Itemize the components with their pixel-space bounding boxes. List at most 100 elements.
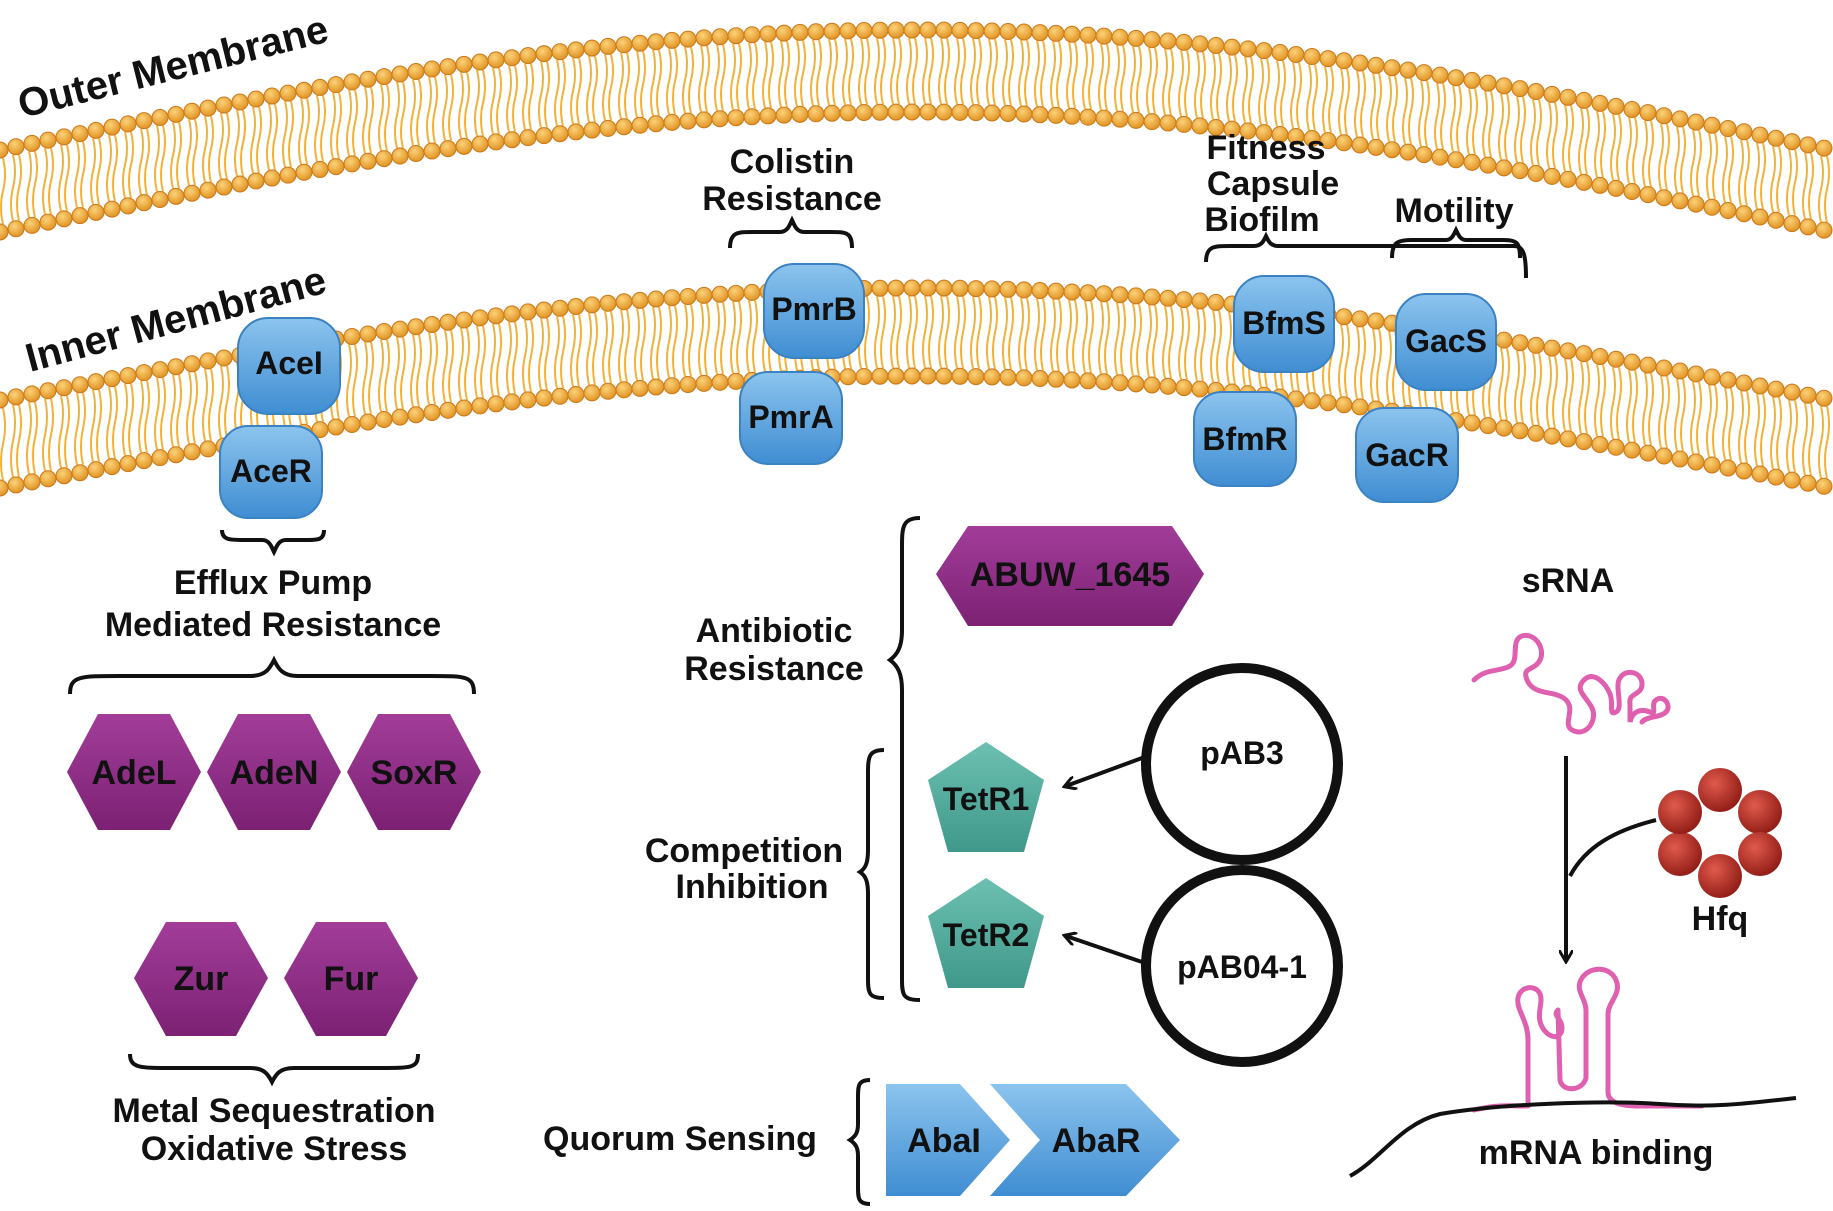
lipid-head <box>1591 176 1609 194</box>
lipid-head <box>1079 284 1097 302</box>
efflux-label-line2: Mediated Resistance <box>105 606 441 644</box>
tetr1-pentagon: TetR1 <box>928 742 1044 852</box>
lipid-head <box>679 30 697 48</box>
efflux-regulators-brace <box>68 655 476 695</box>
lipid-head <box>839 104 857 122</box>
lipid-head <box>39 382 57 400</box>
lipid-head <box>471 397 489 415</box>
lipid-head <box>1543 427 1561 445</box>
lipid-head <box>199 99 217 117</box>
lipid-head <box>1591 94 1609 112</box>
lipid-head <box>663 31 681 49</box>
lipid-head <box>583 39 601 57</box>
lipid-head <box>967 104 985 122</box>
lipid-head <box>1639 444 1657 462</box>
tetr2-label: TetR2 <box>943 917 1030 953</box>
lipid-head <box>999 22 1017 40</box>
lipid-head <box>1719 371 1737 389</box>
lipid-head <box>391 65 409 83</box>
lipid-head <box>631 379 649 397</box>
lipid-head <box>1815 221 1833 239</box>
lipid-head <box>503 131 521 149</box>
colistin-brace <box>728 215 854 249</box>
abai-label: AbaI <box>907 1122 981 1160</box>
lipid-head <box>1767 211 1785 229</box>
antibiotic-brace <box>886 516 921 1002</box>
lipid-head <box>215 96 233 114</box>
lipid-head <box>119 115 137 133</box>
pab3-plasmid: pAB3 <box>1141 663 1343 865</box>
lipid-head <box>0 391 9 409</box>
fitness-label-line3: Biofilm <box>1204 201 1319 239</box>
lipid-head <box>1495 331 1513 349</box>
lipid-head <box>359 325 377 343</box>
lipid-head <box>599 37 617 55</box>
lipid-head <box>1799 386 1817 404</box>
lipid-head <box>1687 113 1705 131</box>
lipid-head <box>455 311 473 329</box>
lipid-head <box>1047 24 1065 42</box>
lipid-head <box>1751 126 1769 144</box>
outer-membrane <box>0 21 1833 241</box>
lipid-head <box>679 287 697 305</box>
aden-label: AdeN <box>230 754 319 792</box>
lipid-head <box>1623 441 1641 459</box>
fur-label: Fur <box>324 960 379 998</box>
pmra-regulator: PmrA <box>739 371 843 465</box>
antibiotic-label-line2: Resistance <box>684 650 864 688</box>
lipid-head <box>551 387 569 405</box>
lipid-head <box>199 352 217 370</box>
lipid-head <box>1799 136 1817 154</box>
lipid-head <box>279 166 297 184</box>
lipid-head <box>1175 291 1193 309</box>
lipid-head <box>535 127 553 145</box>
competition-label-line2: Inhibition <box>676 868 829 906</box>
lipid-head <box>1783 471 1801 489</box>
efflux-brace <box>220 529 326 557</box>
lipid-head <box>1079 26 1097 44</box>
lipid-head <box>1015 23 1033 41</box>
lipid-head <box>103 458 121 476</box>
lipid-head <box>183 184 201 202</box>
lipid-head <box>1575 433 1593 451</box>
lipid-head <box>1159 377 1177 395</box>
zur-label: Zur <box>174 960 229 998</box>
lipid-head <box>391 408 409 426</box>
lipid-head <box>1719 459 1737 477</box>
lipid-head <box>1383 59 1401 77</box>
lipid-head <box>503 305 521 323</box>
lipid-head <box>1143 288 1161 306</box>
lipid-head <box>999 104 1017 122</box>
lipid-head <box>71 207 89 225</box>
lipid-head <box>679 375 697 393</box>
lipid-head <box>1431 66 1449 84</box>
lipid-head <box>871 279 889 297</box>
lipid-head <box>455 55 473 73</box>
lipid-head <box>1127 111 1145 129</box>
lipid-head <box>503 393 521 411</box>
lipid-head <box>1639 104 1657 122</box>
lipid-head <box>647 115 665 133</box>
lipid-head <box>599 382 617 400</box>
lipid-head <box>1175 115 1193 133</box>
lipid-head <box>151 109 169 127</box>
abuw-1645-hexagon: ABUW_1645 <box>936 526 1204 626</box>
lipid-head <box>71 464 89 482</box>
lipid-head <box>231 175 249 193</box>
lipid-head <box>983 22 1001 40</box>
lipid-head <box>743 283 761 301</box>
lipid-head <box>1655 107 1673 125</box>
lipid-head <box>1431 148 1449 166</box>
lipid-head <box>1367 312 1385 330</box>
srna-label: sRNA <box>1522 562 1615 600</box>
lipid-head <box>1335 308 1353 326</box>
lipid-head <box>375 322 393 340</box>
lipid-head <box>1063 25 1081 43</box>
lipid-head <box>823 22 841 40</box>
lipid-head <box>471 309 489 327</box>
lipid-head <box>343 155 361 173</box>
lipid-head <box>903 103 921 121</box>
lipid-head <box>151 191 169 209</box>
lipid-head <box>1351 310 1369 328</box>
lipid-head <box>1671 192 1689 210</box>
